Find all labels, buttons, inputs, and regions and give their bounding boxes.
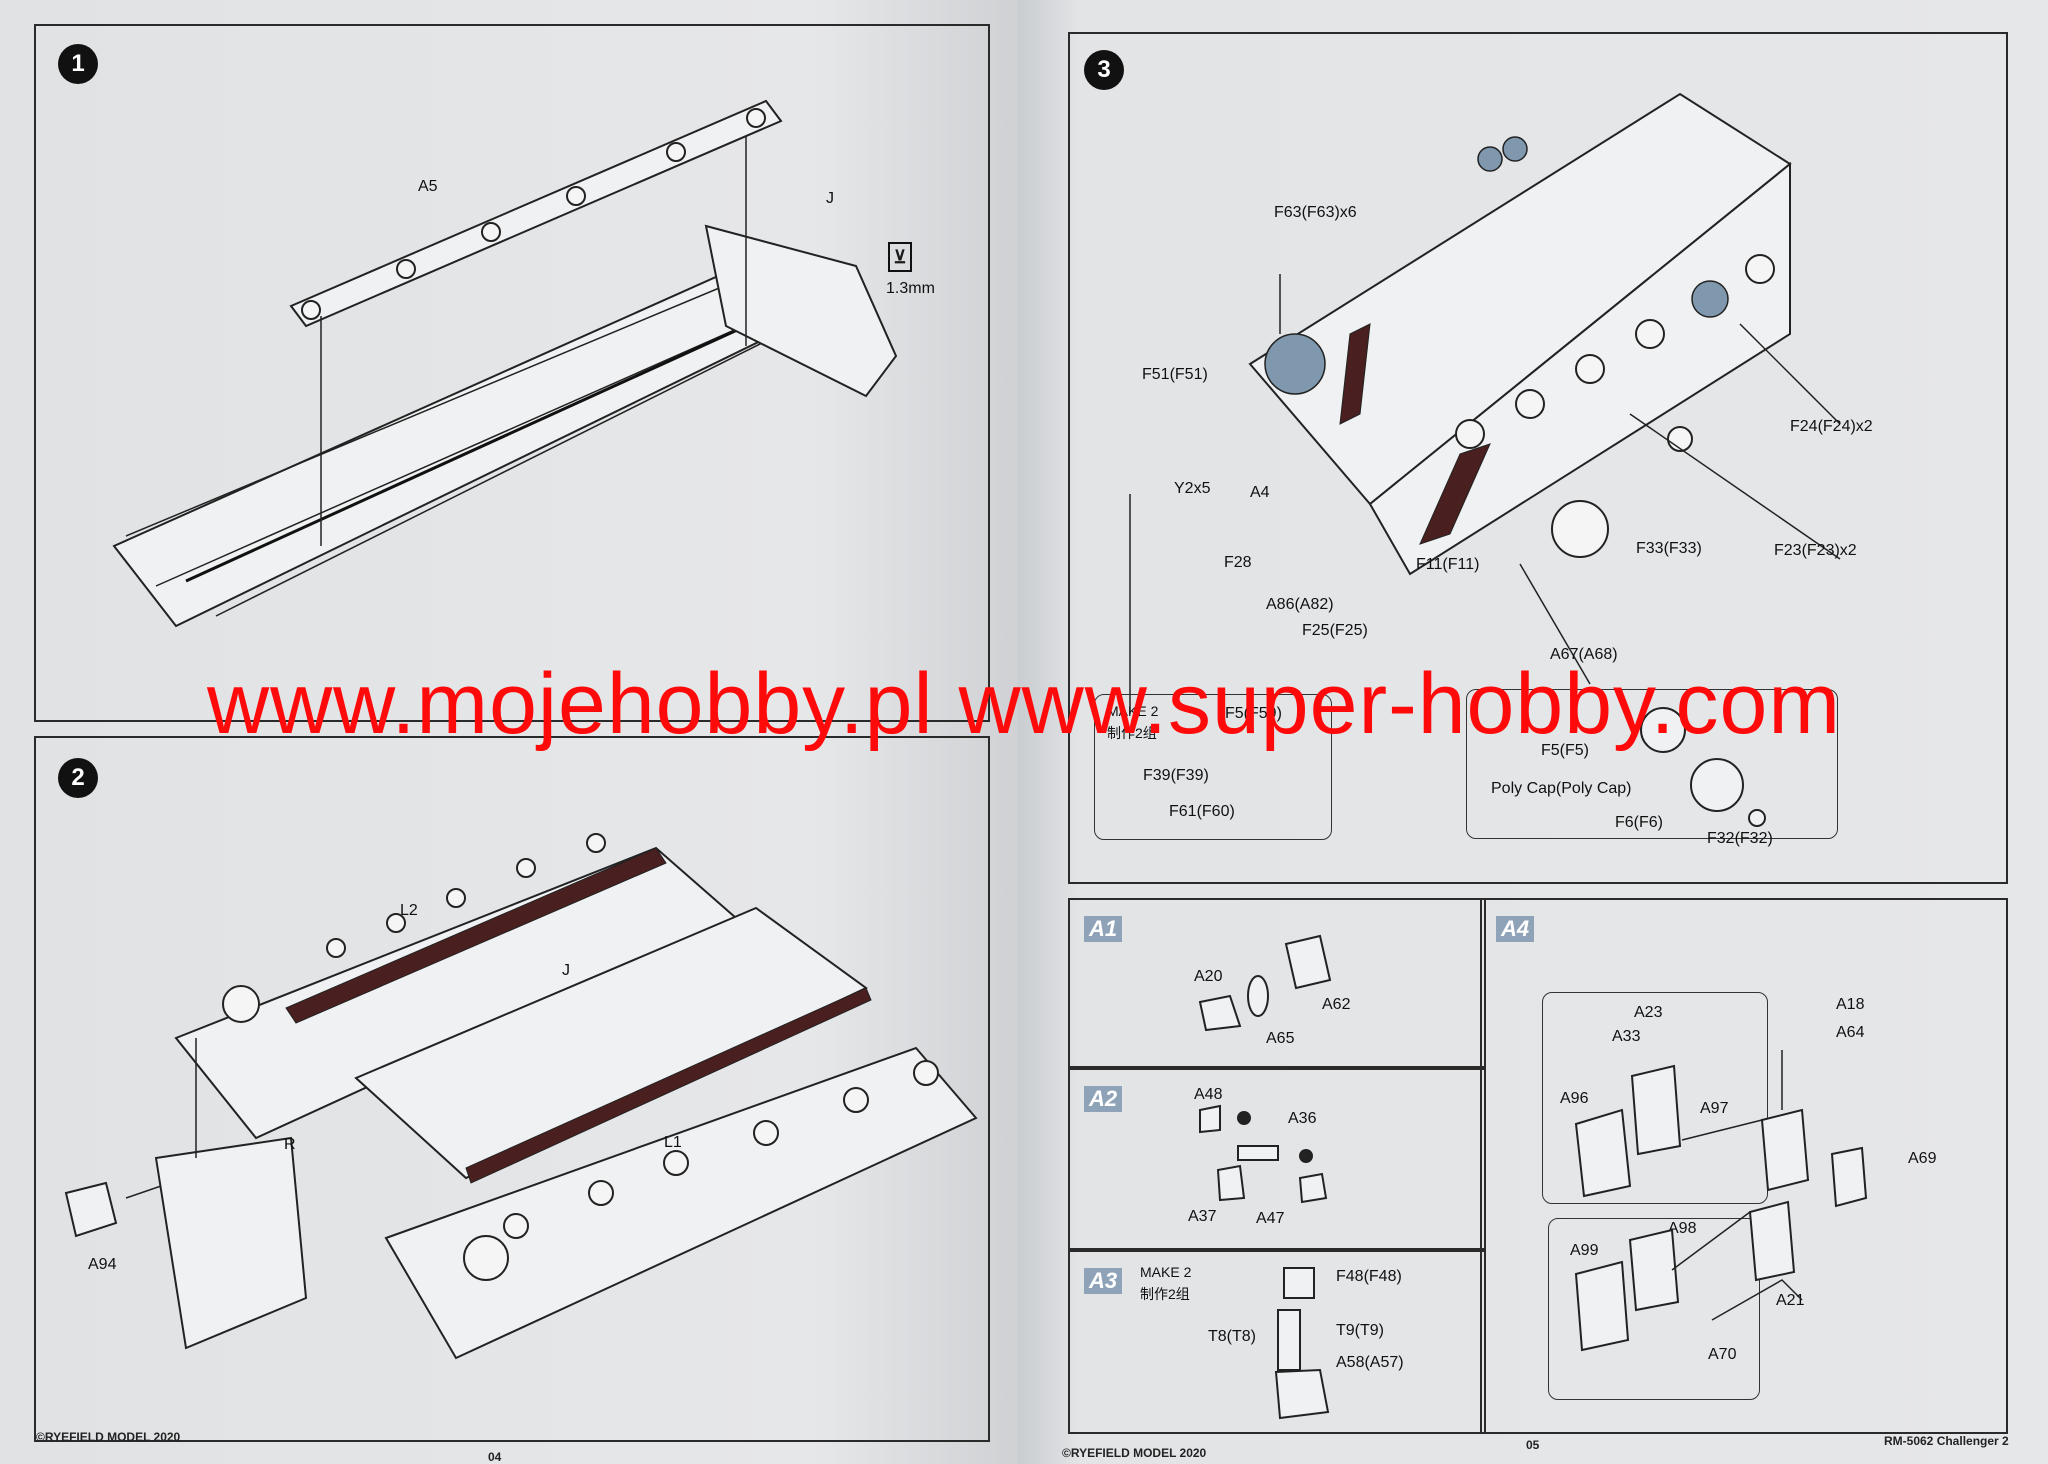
label-t8: T8(T8) <box>1208 1328 1256 1345</box>
left-page-number: 04 <box>488 1450 502 1464</box>
glue-icon: ⊻ <box>888 242 912 272</box>
right-footer-model: RM-5062 Challenger 2 <box>1884 1434 2009 1448</box>
label-f6: F6(F6) <box>1615 814 1663 831</box>
label-f5: F5(F5) <box>1541 742 1589 759</box>
step-1-panel: 1 A5 J ⊻ 1.3mm <box>34 24 990 722</box>
make-2-label: MAKE 2 <box>1107 703 1159 719</box>
label-a96: A96 <box>1560 1090 1589 1107</box>
label-a86: A86(A82) <box>1266 596 1334 613</box>
step-2-diagram <box>64 833 978 1360</box>
label-r: R <box>284 1136 296 1153</box>
right-page: 3 F63(F63)x6 F51(F51) Y2x5 A4 F <box>1018 0 2048 1464</box>
watermark-text: www.mojehobby.pl www.super-hobby.com <box>206 656 1842 752</box>
left-page: 1 A5 J ⊻ 1.3mm 2 <box>0 0 1018 1464</box>
a3-make-2-cn-label: 制作2组 <box>1140 1286 1190 1302</box>
label-t9: T9(T9) <box>1336 1322 1384 1339</box>
label-f5-f59: F5(F59) <box>1225 705 1282 722</box>
label-poly-cap: Poly Cap(Poly Cap) <box>1491 780 1632 797</box>
label-j-deck: J <box>562 962 570 979</box>
label-a33: A33 <box>1612 1028 1641 1045</box>
a3-tag: A3 <box>1084 1268 1123 1294</box>
label-a23: A23 <box>1634 1004 1663 1021</box>
a1-tag: A1 <box>1084 916 1123 942</box>
right-page-number: 05 <box>1526 1438 1540 1452</box>
step-2-panel: 2 L2 J <box>34 736 990 1442</box>
a2-tag: A2 <box>1084 1086 1123 1112</box>
label-f32: F32(F32) <box>1707 830 1773 847</box>
label-a67: A67(A68) <box>1550 646 1618 663</box>
label-a18: A18 <box>1836 996 1865 1013</box>
wheel-box-diagram <box>1640 707 1766 827</box>
a4-lower-subbox <box>1548 1218 1760 1400</box>
a3-make-2-label: MAKE 2 <box>1140 1264 1192 1280</box>
a4-panel: A4 A23 A33 A96 A97 A18 A64 A69 A99 A98 A… <box>1480 898 2008 1434</box>
label-a97: A97 <box>1700 1100 1729 1117</box>
step-3-panel: 3 F63(F63)x6 F51(F51) Y2x5 A4 F <box>1068 32 2008 884</box>
label-l1: L1 <box>664 1134 682 1151</box>
step-1-number: 1 <box>58 44 98 84</box>
label-a99: A99 <box>1570 1242 1599 1259</box>
label-f63: F63(F63)x6 <box>1274 204 1357 221</box>
a3-panel: A3 MAKE 2 制作2组 F48(F48) T8(T8) T9(T9) A5… <box>1068 1250 1486 1434</box>
label-a94: A94 <box>88 1256 117 1273</box>
label-a5: A5 <box>418 178 438 195</box>
wheel-subassembly-box: F5(F5) Poly Cap(Poly Cap) F6(F6) F32(F32… <box>1466 689 1838 847</box>
make-2-cn-label: 制作2组 <box>1107 725 1157 741</box>
a4-upper-subbox <box>1542 992 1768 1204</box>
label-thickness: 1.3mm <box>886 280 935 297</box>
label-f39: F39(F39) <box>1143 767 1209 784</box>
label-f48: F48(F48) <box>1336 1268 1402 1285</box>
label-f24: F24(F24)x2 <box>1790 418 1873 435</box>
label-a20: A20 <box>1194 968 1223 985</box>
a3-diagram <box>1274 1267 1330 1420</box>
a1-diagram <box>1198 934 1332 1032</box>
label-a48: A48 <box>1194 1086 1223 1103</box>
label-a64: A64 <box>1836 1024 1865 1041</box>
label-a65: A65 <box>1266 1030 1295 1047</box>
step-2-number: 2 <box>58 758 98 798</box>
label-a47: A47 <box>1256 1210 1285 1227</box>
label-a69: A69 <box>1908 1150 1937 1167</box>
a4-tag: A4 <box>1496 916 1535 942</box>
label-a4: A4 <box>1250 484 1270 501</box>
step-3-diagram <box>1129 92 1841 714</box>
left-footer-copyright: ©RYEFIELD MODEL 2020 <box>36 1430 181 1444</box>
label-a58: A58(A57) <box>1336 1354 1404 1371</box>
label-f23: F23(F23)x2 <box>1774 542 1857 559</box>
label-l2: L2 <box>400 902 418 919</box>
label-y2: Y2x5 <box>1174 480 1211 497</box>
label-a98: A98 <box>1668 1220 1697 1237</box>
label-a37: A37 <box>1188 1208 1217 1225</box>
label-a62: A62 <box>1322 996 1351 1013</box>
label-f28: F28 <box>1224 554 1252 571</box>
label-f11: F11(F11) <box>1416 556 1480 573</box>
label-a70: A70 <box>1708 1346 1737 1363</box>
make-2-subassembly-box: MAKE 2 制作2组 F5(F59) F39(F39) F61(F60) <box>1094 694 1332 840</box>
label-f51: F51(F51) <box>1142 366 1208 383</box>
label-f25: F25(F25) <box>1302 622 1368 639</box>
a2-diagram <box>1199 1104 1328 1204</box>
a4-diagram <box>1574 1050 1868 1352</box>
label-f33: F33(F33) <box>1636 540 1702 557</box>
label-a36: A36 <box>1288 1110 1317 1127</box>
right-footer-copyright: ©RYEFIELD MODEL 2020 <box>1062 1446 1207 1460</box>
label-f61: F61(F60) <box>1169 803 1235 820</box>
a2-panel: A2 A48 A36 A37 A47 <box>1068 1068 1486 1250</box>
step-3-number: 3 <box>1084 50 1124 90</box>
label-j: J <box>826 190 834 207</box>
a1-panel: A1 A20 A62 A65 <box>1068 898 1486 1068</box>
step-1-diagram <box>112 99 898 628</box>
